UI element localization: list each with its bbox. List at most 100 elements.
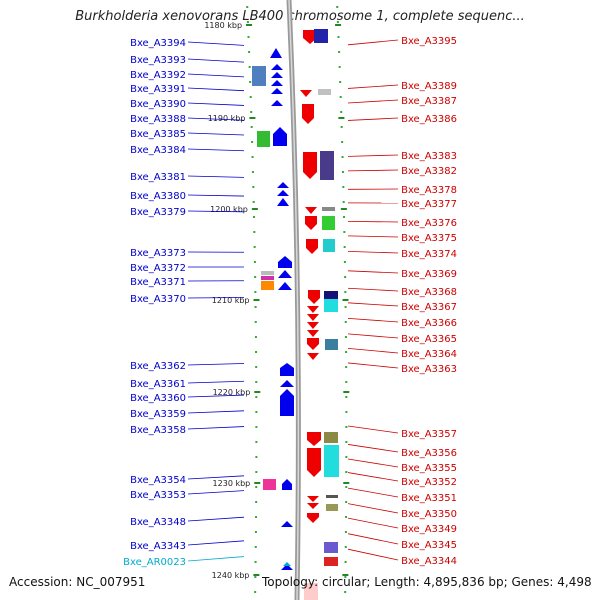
gene-box-khaki[interactable] bbox=[326, 504, 338, 511]
gene-box-navy[interactable] bbox=[324, 291, 338, 299]
gene-label[interactable]: Bxe_A3386 bbox=[401, 114, 457, 125]
gene-label[interactable]: Bxe_A3377 bbox=[401, 199, 457, 210]
gene-label[interactable]: Bxe_A3360 bbox=[130, 393, 186, 404]
gene-arrow-forward[interactable] bbox=[278, 282, 292, 290]
gene-label[interactable]: Bxe_A3388 bbox=[130, 114, 186, 125]
gene-label[interactable]: Bxe_A3364 bbox=[401, 349, 457, 360]
gene-label[interactable]: Bxe_A3390 bbox=[130, 99, 186, 110]
gene-arrow-reverse[interactable] bbox=[307, 432, 321, 446]
gene-label[interactable]: Bxe_A3382 bbox=[401, 166, 457, 177]
gene-box-navy[interactable] bbox=[314, 29, 328, 43]
gene-arrow-reverse[interactable] bbox=[307, 513, 319, 523]
gene-label[interactable]: Bxe_A3381 bbox=[130, 172, 186, 183]
gene-label[interactable]: Bxe_A3391 bbox=[130, 84, 186, 95]
gene-label[interactable]: Bxe_A3355 bbox=[401, 463, 457, 474]
gene-arrow-reverse[interactable] bbox=[307, 353, 319, 360]
gene-arrow-forward[interactable] bbox=[280, 389, 294, 416]
gene-arrow-forward[interactable] bbox=[280, 380, 294, 387]
gene-box-teal[interactable] bbox=[325, 339, 338, 350]
gene-arrow-reverse[interactable] bbox=[307, 322, 319, 329]
gene-box-grey[interactable] bbox=[318, 89, 331, 95]
gene-label[interactable]: Bxe_A3362 bbox=[130, 361, 186, 372]
gene-box-red[interactable] bbox=[324, 557, 338, 566]
gene-label[interactable]: Bxe_A3348 bbox=[130, 517, 186, 528]
gene-label[interactable]: Bxe_A3394 bbox=[130, 38, 186, 49]
gene-arrow-forward[interactable] bbox=[271, 88, 283, 94]
gene-arrow-forward[interactable] bbox=[277, 182, 289, 188]
gene-arrow-forward[interactable] bbox=[277, 198, 289, 206]
gene-arrow-reverse[interactable] bbox=[305, 207, 317, 214]
gene-label[interactable]: Bxe_A3344 bbox=[401, 556, 457, 567]
gene-arrow-reverse[interactable] bbox=[307, 314, 319, 321]
gene-arrow-forward[interactable] bbox=[271, 100, 283, 106]
gene-arrow-reverse[interactable] bbox=[302, 104, 314, 124]
gene-label[interactable]: Bxe_A3367 bbox=[401, 302, 457, 313]
gene-box-magenta[interactable] bbox=[261, 276, 274, 280]
gene-label[interactable]: Bxe_A3370 bbox=[130, 294, 186, 305]
gene-box-green[interactable] bbox=[322, 216, 335, 230]
gene-label[interactable]: Bxe_A3384 bbox=[130, 145, 186, 156]
gene-arrow-forward[interactable] bbox=[277, 190, 289, 196]
gene-box-olive[interactable] bbox=[324, 432, 338, 443]
gene-label[interactable]: Bxe_A3378 bbox=[401, 185, 457, 196]
gene-arrow-reverse[interactable] bbox=[308, 290, 320, 304]
gene-arrow-forward[interactable] bbox=[278, 270, 292, 278]
gene-arrow-forward[interactable] bbox=[271, 72, 283, 78]
gene-arrow-reverse[interactable] bbox=[306, 239, 318, 254]
gene-label[interactable]: Bxe_A3359 bbox=[130, 409, 186, 420]
gene-label[interactable]: Bxe_A3373 bbox=[130, 248, 186, 259]
gene-label[interactable]: Bxe_A3345 bbox=[401, 540, 457, 551]
gene-label[interactable]: Bxe_A3365 bbox=[401, 334, 457, 345]
gene-box-grey[interactable] bbox=[326, 495, 338, 498]
gene-label[interactable]: Bxe_A3350 bbox=[401, 509, 457, 520]
gene-box-pink-faint[interactable] bbox=[304, 583, 318, 600]
gene-label[interactable]: Bxe_A3375 bbox=[401, 233, 457, 244]
gene-label[interactable]: Bxe_A3380 bbox=[130, 191, 186, 202]
gene-arrow-reverse[interactable] bbox=[307, 496, 319, 502]
gene-label[interactable]: Bxe_A3349 bbox=[401, 524, 457, 535]
gene-arrow-reverse[interactable] bbox=[307, 338, 319, 350]
gene-label[interactable]: Bxe_A3392 bbox=[130, 70, 186, 81]
gene-arrow-reverse[interactable] bbox=[305, 216, 317, 230]
gene-label[interactable]: Bxe_A3352 bbox=[401, 477, 457, 488]
gene-label[interactable]: Bxe_A3358 bbox=[130, 425, 186, 436]
gene-label[interactable]: Bxe_A3354 bbox=[130, 475, 186, 486]
gene-box-blue[interactable] bbox=[252, 66, 266, 86]
gene-label[interactable]: Bxe_A3351 bbox=[401, 493, 457, 504]
gene-box-grey[interactable] bbox=[261, 271, 274, 275]
gene-arrow-forward[interactable] bbox=[283, 562, 291, 566]
gene-arrow-forward[interactable] bbox=[270, 48, 282, 58]
gene-label[interactable]: Bxe_A3374 bbox=[401, 249, 457, 260]
gene-label[interactable]: Bxe_A3385 bbox=[130, 129, 186, 140]
gene-label[interactable]: Bxe_A3353 bbox=[130, 490, 186, 501]
gene-label[interactable]: Bxe_A3368 bbox=[401, 287, 457, 298]
gene-label[interactable]: Bxe_A3389 bbox=[401, 81, 457, 92]
gene-label[interactable]: Bxe_A3356 bbox=[401, 448, 457, 459]
gene-arrow-forward[interactable] bbox=[282, 479, 292, 490]
gene-box-cyan[interactable] bbox=[323, 239, 335, 252]
gene-arrow-forward[interactable] bbox=[278, 256, 292, 268]
gene-arrow-reverse[interactable] bbox=[307, 503, 319, 509]
gene-box-orange[interactable] bbox=[261, 281, 274, 290]
gene-arrow-forward[interactable] bbox=[281, 564, 293, 570]
gene-arrow-forward[interactable] bbox=[271, 80, 283, 86]
gene-label[interactable]: Bxe_A3366 bbox=[401, 318, 457, 329]
gene-label[interactable]: Bxe_A3387 bbox=[401, 96, 457, 107]
gene-arrow-reverse[interactable] bbox=[303, 30, 317, 44]
gene-label[interactable]: Bxe_A3363 bbox=[401, 364, 457, 375]
gene-label[interactable]: Bxe_A3376 bbox=[401, 218, 457, 229]
gene-box-cyan[interactable] bbox=[324, 299, 338, 312]
gene-arrow-reverse[interactable] bbox=[303, 152, 317, 179]
gene-label[interactable]: Bxe_A3369 bbox=[401, 269, 457, 280]
gene-box-green[interactable] bbox=[257, 131, 270, 147]
gene-box-cyan[interactable] bbox=[324, 445, 339, 477]
gene-label[interactable]: Bxe_A3395 bbox=[401, 36, 457, 47]
gene-arrow-forward[interactable] bbox=[280, 363, 294, 376]
gene-label[interactable]: Bxe_A3383 bbox=[401, 151, 457, 162]
gene-label[interactable]: Bxe_A3361 bbox=[130, 379, 186, 390]
gene-label[interactable]: Bxe_A3343 bbox=[130, 541, 186, 552]
gene-arrow-reverse[interactable] bbox=[307, 330, 319, 337]
gene-box-grey[interactable] bbox=[322, 207, 335, 211]
gene-label[interactable]: Bxe_A3393 bbox=[130, 55, 186, 66]
